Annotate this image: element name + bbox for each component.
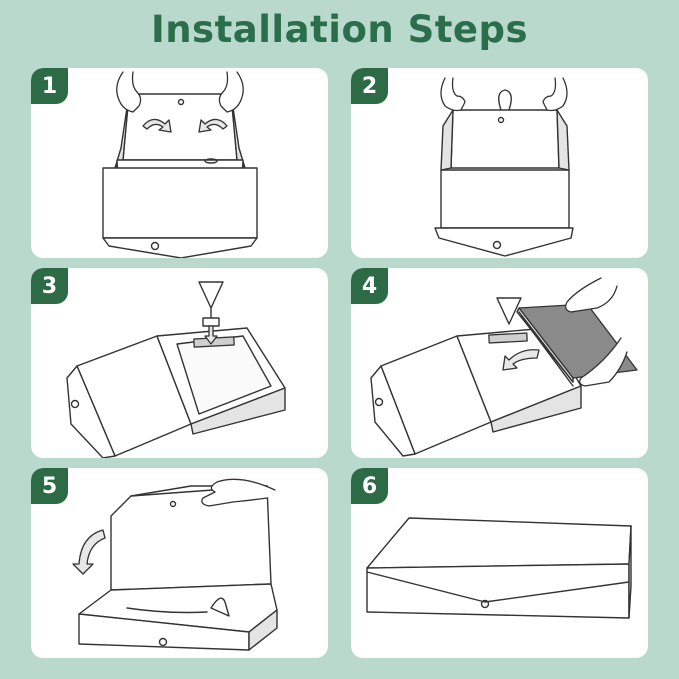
- step-4-panel: 4: [351, 268, 648, 458]
- step-1-illustration: [102, 71, 258, 258]
- step-6-panel: 6: [351, 468, 648, 658]
- step-5-panel: 5: [31, 468, 328, 658]
- step-badge: 5: [31, 468, 68, 504]
- step-badge: 4: [351, 268, 388, 304]
- step-2-illustration: [434, 77, 574, 257]
- step-4-illustration: [370, 277, 638, 457]
- step-badge: 2: [351, 68, 388, 104]
- step-3-illustration: [66, 281, 286, 458]
- step-6-illustration: [366, 517, 632, 619]
- step-2-panel: 2: [351, 68, 648, 258]
- page-title: Installation Steps: [150, 8, 529, 51]
- step-badge: 3: [31, 268, 68, 304]
- step-5-illustration: [72, 478, 278, 651]
- step-1-panel: 1: [31, 68, 328, 258]
- step-3-panel: 3: [31, 268, 328, 458]
- step-badge: 1: [31, 68, 68, 104]
- step-badge: 6: [351, 468, 388, 504]
